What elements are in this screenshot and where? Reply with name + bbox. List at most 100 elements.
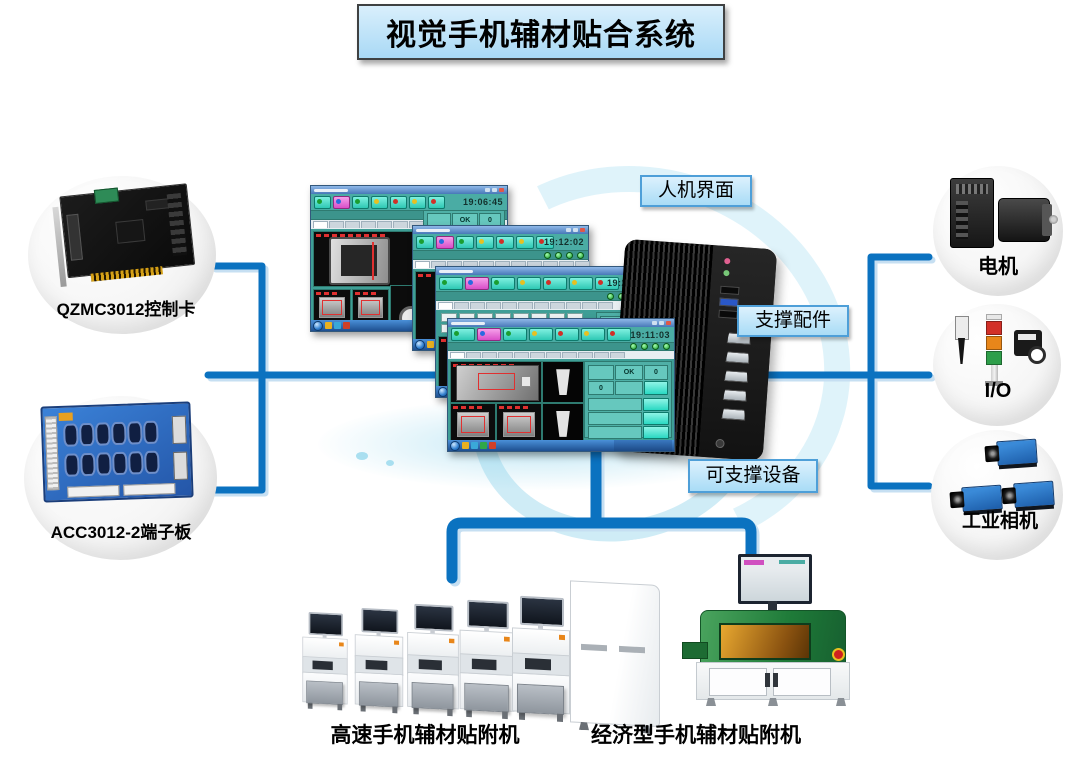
folder-icon[interactable] (427, 341, 434, 348)
toolbar-button[interactable] (416, 235, 434, 249)
tab[interactable] (470, 302, 485, 309)
tab[interactable] (377, 221, 392, 228)
tab[interactable] (566, 302, 581, 309)
minimize-icon[interactable] (485, 188, 490, 192)
action-button[interactable] (643, 426, 669, 439)
toolbar-button[interactable] (390, 195, 407, 209)
tab[interactable] (447, 261, 462, 268)
small-action-button[interactable] (644, 381, 668, 395)
toolbar-button[interactable] (595, 276, 619, 290)
tab[interactable] (534, 302, 549, 309)
action-button[interactable] (643, 398, 669, 411)
maximize-icon[interactable] (573, 228, 578, 232)
toolbar-button[interactable] (476, 235, 494, 249)
tab[interactable] (479, 261, 494, 268)
app-icon[interactable] (343, 322, 350, 329)
tab[interactable] (486, 302, 501, 309)
power-button[interactable] (715, 438, 726, 449)
status-indicators (544, 251, 588, 259)
tab[interactable] (329, 221, 344, 228)
tab[interactable] (361, 221, 376, 228)
tab[interactable] (431, 261, 446, 268)
windows-start-icon[interactable] (450, 440, 460, 451)
tab[interactable] (562, 352, 577, 358)
tab[interactable] (530, 352, 545, 358)
economy-machine (682, 552, 864, 708)
dsub-connector (112, 451, 128, 476)
close-icon[interactable] (580, 228, 585, 232)
app-icon[interactable] (471, 442, 478, 449)
app-icon[interactable] (480, 442, 487, 449)
window-toolbar: 19:11:03 (448, 327, 674, 343)
tab[interactable] (415, 261, 430, 268)
tab[interactable] (495, 261, 510, 268)
app-icon[interactable] (489, 442, 496, 449)
tab[interactable] (498, 352, 513, 358)
tab[interactable] (578, 352, 593, 358)
maximize-icon[interactable] (659, 321, 664, 325)
windows-start-icon[interactable] (415, 339, 425, 350)
tab[interactable] (438, 302, 453, 309)
result-box: 0 (588, 381, 614, 395)
minimize-icon[interactable] (652, 321, 657, 325)
toolbar-button[interactable] (352, 195, 369, 209)
tab[interactable] (463, 261, 478, 268)
toolbar-button[interactable] (581, 328, 605, 341)
tab[interactable] (550, 302, 565, 309)
toolbar-button[interactable] (333, 195, 350, 209)
minimize-icon[interactable] (566, 228, 571, 232)
tab[interactable] (559, 261, 574, 268)
tab[interactable] (454, 302, 469, 309)
tab[interactable] (582, 302, 597, 309)
toolbar-button[interactable] (428, 195, 445, 209)
tab[interactable] (313, 221, 328, 228)
tab[interactable] (514, 352, 529, 358)
toolbar-button[interactable] (555, 328, 579, 341)
tab[interactable] (546, 352, 561, 358)
toolbar-button[interactable] (409, 195, 426, 209)
folder-icon[interactable] (325, 322, 332, 329)
machine-module (302, 611, 348, 711)
toolbar-button[interactable] (503, 328, 527, 341)
tab[interactable] (450, 352, 465, 358)
windows-start-icon[interactable] (313, 320, 323, 331)
folder-icon[interactable] (462, 442, 469, 449)
tab[interactable] (502, 302, 517, 309)
toolbar-button[interactable] (477, 328, 501, 341)
close-icon[interactable] (499, 188, 504, 192)
tab[interactable] (393, 221, 408, 228)
tab[interactable] (345, 221, 360, 228)
toolbar-button[interactable] (456, 235, 474, 249)
toolbar-button[interactable] (439, 276, 463, 290)
tab[interactable] (527, 261, 542, 268)
tab[interactable] (610, 352, 625, 358)
toolbar-button[interactable] (496, 235, 514, 249)
tab[interactable] (466, 352, 481, 358)
toolbar-button[interactable] (436, 235, 454, 249)
toolbar-button[interactable] (314, 195, 331, 209)
maximize-icon[interactable] (492, 188, 497, 192)
tab[interactable] (518, 302, 533, 309)
close-icon[interactable] (666, 321, 671, 325)
clock: 19:11:03 (630, 330, 670, 340)
app-icon[interactable] (334, 322, 341, 329)
tab[interactable] (543, 261, 558, 268)
action-button[interactable] (643, 412, 669, 425)
toolbar-button[interactable] (516, 235, 534, 249)
tab[interactable] (511, 261, 526, 268)
window-toolbar: 19:23:47 (436, 275, 651, 292)
toolbar-button[interactable] (491, 276, 515, 290)
toolbar-button[interactable] (529, 328, 553, 341)
toolbar-button[interactable] (371, 195, 388, 209)
tab[interactable] (598, 302, 613, 309)
toolbar-button[interactable] (543, 276, 567, 290)
toolbar-button[interactable] (451, 328, 475, 341)
toolbar-button[interactable] (607, 328, 631, 341)
tab[interactable] (575, 261, 590, 268)
toolbar-button[interactable] (569, 276, 593, 290)
toolbar-button[interactable] (517, 276, 541, 290)
toolbar-button[interactable] (465, 276, 489, 290)
tab[interactable] (594, 352, 609, 358)
tab[interactable] (482, 352, 497, 358)
toolbar-button[interactable] (536, 235, 554, 249)
